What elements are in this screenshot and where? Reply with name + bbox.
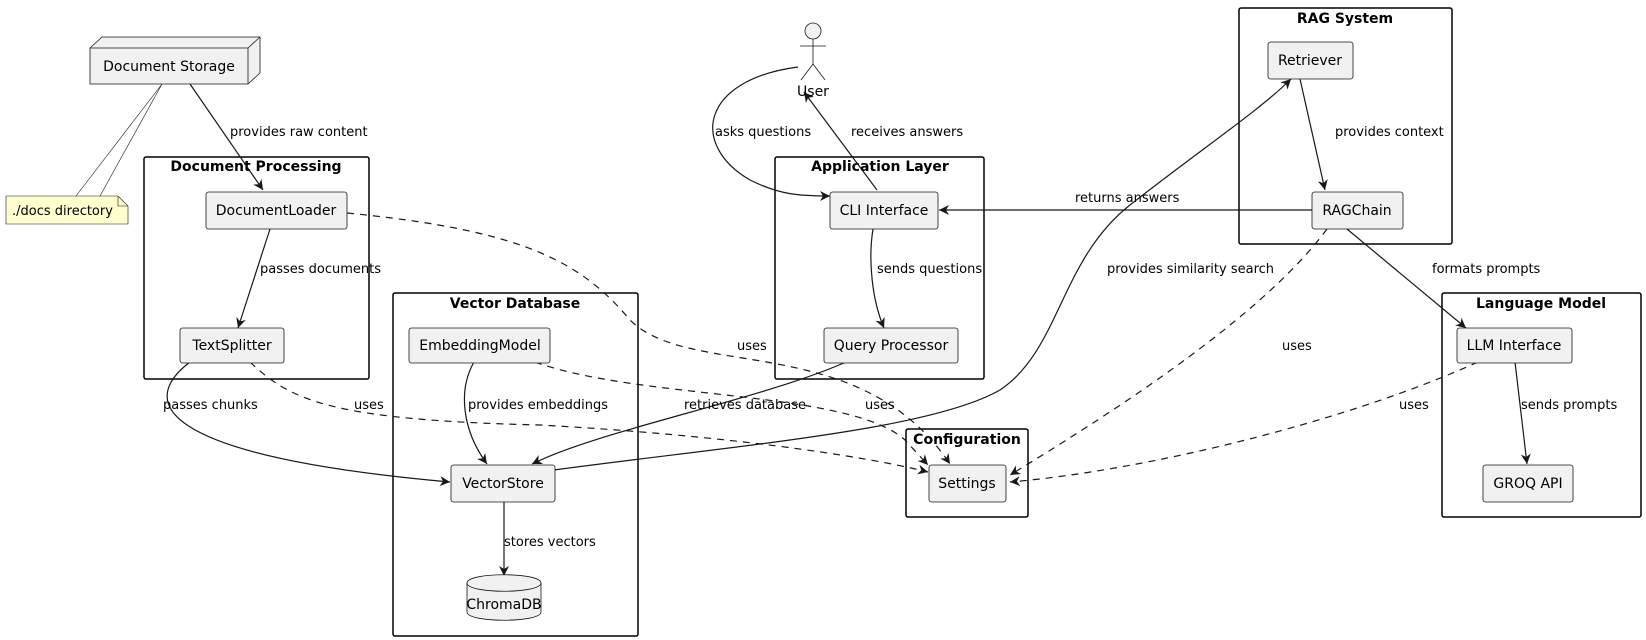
edge-label: uses (737, 339, 767, 354)
edge-formats-prompts: formats prompts (1346, 228, 1541, 329)
edge-label: provides similarity search (1107, 262, 1274, 277)
document-storage-node[interactable]: Document Storage (89, 36, 261, 85)
note-connector (75, 83, 163, 197)
edge-passes-chunks: passes chunks (163, 361, 451, 487)
node-label: EmbeddingModel (419, 338, 540, 354)
edge-label: provides context (1335, 125, 1444, 140)
actor-label: User (797, 84, 829, 100)
package-language-model: Language Model (1441, 292, 1642, 518)
query-processor-node[interactable]: Query Processor (823, 327, 959, 364)
edge-ragchain-uses-settings: uses (1009, 228, 1328, 476)
package-title: Application Layer (811, 159, 949, 175)
package-title: Configuration (913, 432, 1021, 448)
edge-label: passes chunks (163, 398, 258, 413)
edge-label: uses (354, 398, 384, 413)
node-label: Query Processor (834, 338, 949, 354)
edge-returns-answers: returns answers (939, 191, 1312, 215)
package-title: RAG System (1297, 11, 1393, 27)
node-label: DocumentLoader (216, 203, 337, 219)
retriever-node[interactable]: Retriever (1267, 41, 1354, 80)
note-docs-directory: ./docs directory (5, 195, 129, 225)
rag-chain-node[interactable]: RAGChain (1311, 191, 1404, 230)
edge-sends-prompts: sends prompts (1514, 361, 1617, 465)
package-vector-database: Vector Database (392, 292, 639, 637)
edge-label: uses (1399, 398, 1429, 413)
text-splitter-node[interactable]: TextSplitter (179, 327, 285, 364)
package-rag-system: RAG System (1238, 7, 1453, 245)
user-actor[interactable]: User (797, 22, 829, 100)
edge-asks-questions: asks questions (712, 66, 831, 201)
edge-label: stores vectors (504, 535, 596, 550)
node-label: GROQ API (1493, 476, 1562, 492)
edge-label: sends questions (877, 262, 982, 277)
groq-api-node[interactable]: GROQ API (1482, 464, 1574, 503)
note-text: ./docs directory (12, 204, 113, 219)
edge-receives-answers: receives answers (803, 91, 963, 191)
embedding-model-node[interactable]: EmbeddingModel (408, 327, 551, 364)
edge-label: provides raw content (230, 125, 368, 140)
edge-label: passes documents (260, 262, 381, 277)
edge-label: returns answers (1075, 191, 1180, 206)
edge-provides-similarity-search: provides similarity search (553, 78, 1292, 471)
edge-passes-documents: passes documents (236, 228, 381, 329)
edge-stores-vectors: stores vectors (499, 502, 596, 576)
package-document-processing: Document Processing (143, 156, 370, 380)
settings-node[interactable]: Settings (928, 464, 1007, 503)
edge-embedding-uses-settings: uses (534, 361, 929, 466)
node-label: Document Storage (103, 59, 235, 75)
package-title: Language Model (1476, 296, 1606, 312)
node-label: LLM Interface (1467, 338, 1562, 354)
edge-label: receives answers (851, 125, 963, 140)
edge-label: sends prompts (1521, 398, 1617, 413)
edge-provides-raw-content: provides raw content (189, 83, 368, 191)
node-label: Retriever (1278, 53, 1342, 69)
package-title: Document Processing (170, 159, 341, 175)
node-label: Settings (938, 476, 995, 492)
llm-interface-node[interactable]: LLM Interface (1456, 327, 1573, 364)
package-configuration: Configuration (905, 428, 1029, 518)
vector-store-node[interactable]: VectorStore (450, 464, 556, 503)
document-loader-node[interactable]: DocumentLoader (205, 191, 348, 230)
edge-label: uses (865, 398, 895, 413)
node-label: CLI Interface (840, 203, 929, 219)
edge-loader-uses-settings: uses (346, 212, 951, 465)
edge-textsplitter-uses-settings: uses (249, 361, 929, 475)
node-label: ChromaDB (466, 597, 541, 613)
edge-label: retrieves database (684, 398, 806, 413)
edge-provides-embeddings: provides embeddings (463, 361, 608, 465)
package-application-layer: Application Layer (774, 156, 985, 380)
cli-interface-node[interactable]: CLI Interface (829, 191, 939, 230)
edge-label: asks questions (715, 125, 811, 140)
edge-label: formats prompts (1432, 262, 1541, 277)
edge-retrieves-database: retrieves database (531, 361, 847, 465)
package-title: Vector Database (450, 296, 580, 312)
edge-sends-questions: sends questions (870, 228, 982, 329)
node-label: VectorStore (462, 476, 544, 492)
edge-llm-uses-settings: uses (1009, 361, 1479, 487)
edge-provides-context: provides context (1299, 78, 1444, 191)
edge-label: uses (1282, 339, 1312, 354)
chromadb-node[interactable]: ChromaDB (466, 574, 542, 621)
node-label: TextSplitter (191, 338, 271, 354)
edge-label: provides embeddings (468, 398, 608, 413)
node-label: RAGChain (1322, 203, 1391, 219)
